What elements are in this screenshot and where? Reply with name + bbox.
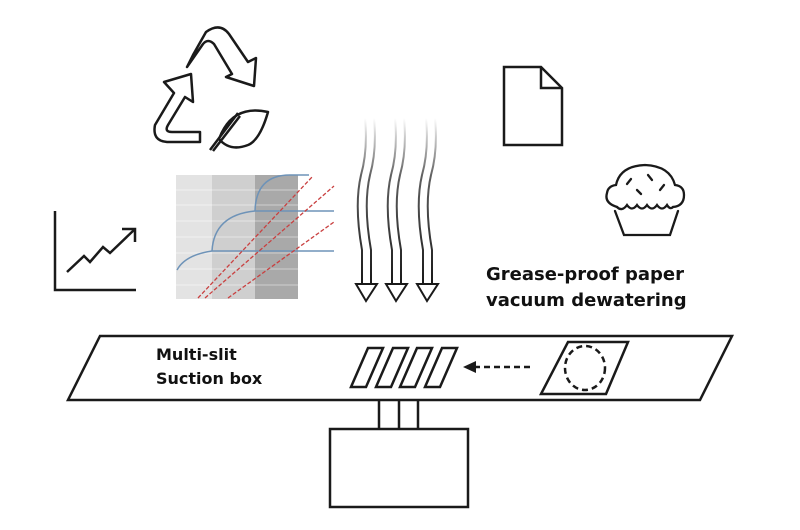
vacuum-box-body — [328, 427, 470, 509]
dewatering-chart-thumbnail — [176, 174, 335, 299]
chart-dashed-line-2 — [204, 185, 335, 299]
chart-curve-3 — [254, 174, 309, 212]
paper-sheet-on-band — [538, 340, 630, 396]
document-icon — [502, 65, 564, 147]
airflow-arrow-2 — [384, 117, 409, 303]
suction-box-label: Multi-slit Suction box — [156, 343, 262, 391]
chart-curve-2 — [211, 210, 334, 252]
movement-arrow-icon — [463, 361, 533, 373]
airflow-arrows-icon — [354, 117, 440, 303]
slit-4 — [423, 346, 459, 389]
chart-band-mid — [212, 175, 255, 299]
slit-1 — [349, 346, 385, 389]
recycle-leaf-icon — [153, 26, 270, 152]
conveyor-band — [65, 334, 735, 402]
muffin-icon — [605, 163, 686, 237]
chart-dashed-line-1 — [197, 175, 314, 299]
airflow-arrow-3 — [415, 117, 440, 303]
chart-curve-1 — [176, 250, 334, 271]
grease-proof-label-line-2: vacuum dewatering — [486, 290, 687, 311]
airflow-arrow-1 — [354, 117, 379, 303]
vacuum-box — [328, 400, 470, 509]
chart-band-dark — [255, 175, 298, 299]
grease-proof-label: Grease-proof paper vacuum dewatering — [486, 262, 687, 314]
suction-box-label-line-1: Multi-slit — [156, 345, 237, 364]
trend-up-icon — [53, 211, 137, 292]
suction-box-label-line-2: Suction box — [156, 369, 263, 388]
slit-2 — [374, 346, 410, 389]
grease-proof-label-line-1: Grease-proof paper — [486, 264, 684, 285]
suction-slits — [349, 346, 459, 389]
chart-band-light — [176, 175, 212, 299]
chart-dashed-line-3 — [227, 221, 335, 299]
slit-3 — [398, 346, 434, 389]
